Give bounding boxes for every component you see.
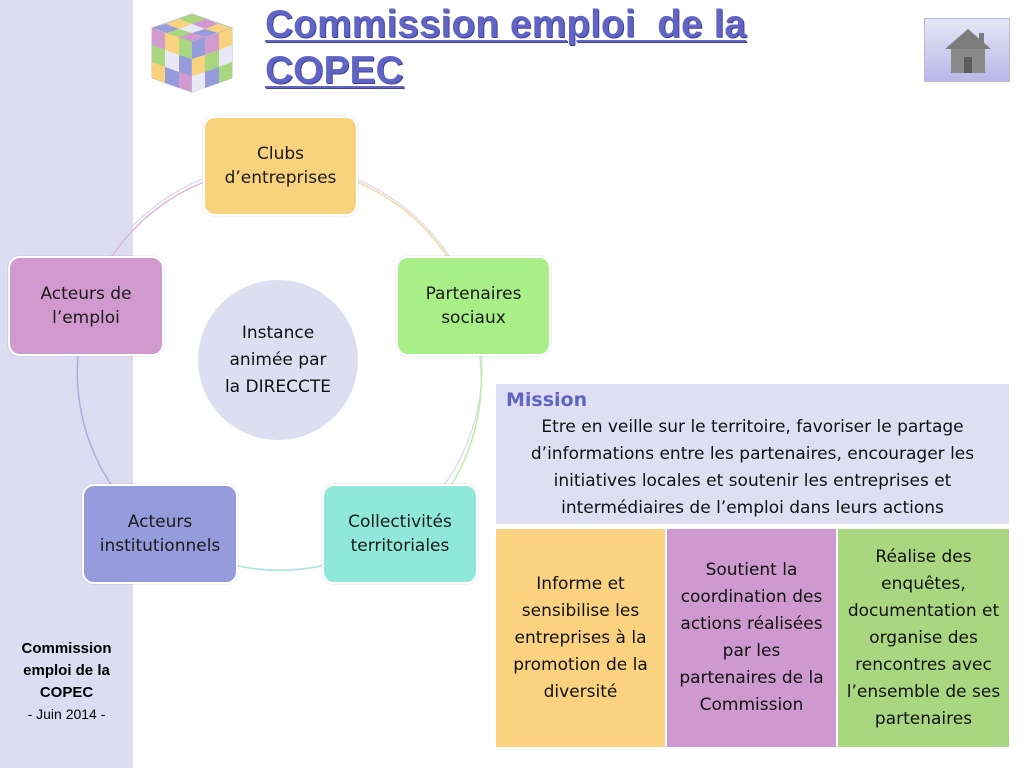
node-acteurs-institutionnels: Acteurs institutionnels [82,484,238,584]
footer-name: Commission emploi de la COPEC [21,640,112,701]
action-text: Informe et sensibilise les entreprises à… [513,573,648,702]
page-title: Commission emploi de la COPEC [265,3,747,92]
center-circle: Instance animée par la DIRECCTE [198,280,358,440]
mission-label: Mission [506,389,588,411]
home-button[interactable] [924,18,1010,82]
home-icon [945,29,991,73]
node-partenaires-sociaux: Partenaires sociaux [396,256,551,356]
action-informe: Informe et sensibilise les entreprises à… [496,529,665,747]
node-label: Collectivités territoriales [348,512,452,556]
node-label: Partenaires sociaux [425,284,522,328]
action-realise: Réalise des enquêtes, documentation et o… [838,529,1009,747]
center-label: Instance animée par la DIRECCTE [224,322,332,397]
footer-note: Commission emploi de la COPEC - Juin 201… [0,638,133,722]
node-clubs-entreprises: Clubs d’entreprises [203,116,358,216]
node-collectivites-territoriales: Collectivités territoriales [322,484,478,584]
node-label: Acteurs institutionnels [99,512,221,556]
action-soutient: Soutient la coordination des actions réa… [667,529,836,747]
node-label: Clubs d’entreprises [224,144,337,188]
action-text: Réalise des enquêtes, documentation et o… [846,546,1001,729]
cube-logo-icon [148,12,236,94]
mission-box: Mission Etre en veille sur le territoire… [496,384,1009,524]
node-acteurs-emploi: Acteurs de l’emploi [8,256,164,356]
node-label: Acteurs de l’emploi [40,284,132,328]
mission-text: Etre en veille sur le territoire, favori… [530,417,975,518]
action-text: Soutient la coordination des actions réa… [679,560,824,715]
footer-date: - Juin 2014 - [27,706,106,722]
